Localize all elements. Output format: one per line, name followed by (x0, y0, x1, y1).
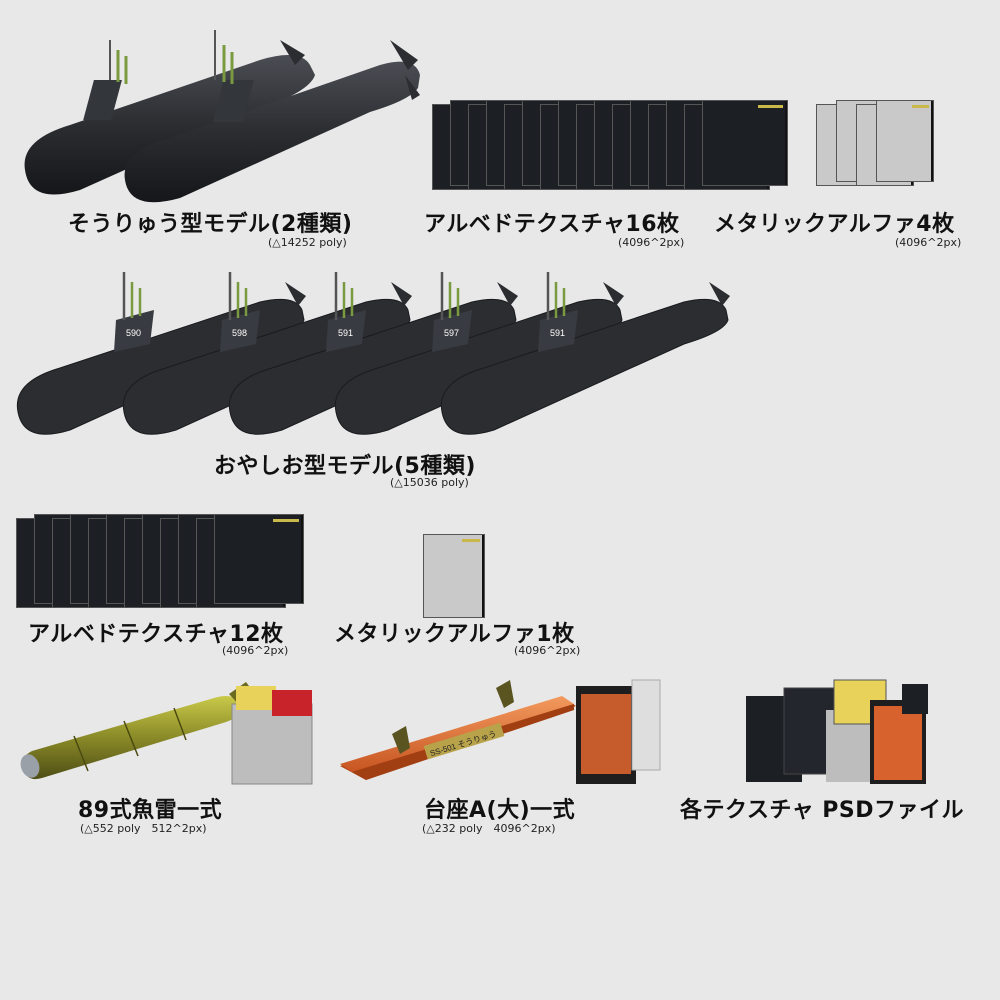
oyashio-title: おやしお型モデル(5種類) (214, 454, 476, 479)
torpedo-info: (△552 poly 512^2px) (80, 822, 207, 835)
oyashio-metallic-texture (423, 522, 485, 618)
soryu-albedo-size: (4096^2px) (618, 236, 685, 249)
albedo-texture-thumbnail (702, 100, 788, 186)
torpedo-title: 89式魚雷一式 (78, 798, 223, 823)
oyashio-albedo-size: (4096^2px) (222, 644, 289, 657)
stand-title: 台座A(大)一式 (424, 798, 576, 823)
oyashio-albedo-title: アルベドテクスチャ12枚 (28, 622, 284, 647)
soryu-albedo-texture-stack (432, 92, 804, 192)
display-stand-model: SS-501 そうりゅう (340, 679, 661, 784)
oyashio-submarine: 591 (440, 272, 730, 435)
oyashio-metallic-title: メタリックアルファ1枚 (334, 622, 575, 647)
psd-title: 各テクスチャ PSDファイル (680, 798, 965, 823)
soryu-metallic-title: メタリックアルファ4枚 (714, 212, 955, 237)
soryu-metallic-size: (4096^2px) (895, 236, 962, 249)
hull-number: 597 (444, 328, 459, 338)
hull-number: 591 (338, 328, 353, 338)
oyashio-submarine-models: 590 598 591 597 591 (16, 272, 730, 435)
metallic-texture-thumbnail (876, 100, 934, 182)
albedo-texture-thumbnail (214, 514, 304, 604)
stand-info: (△232 poly 4096^2px) (422, 822, 556, 835)
soryu-metallic-texture-stack (816, 92, 940, 192)
psd-texture-thumbnails (746, 679, 928, 784)
soryu-title: そうりゅう型モデル(2種類) (68, 212, 353, 237)
oyashio-metallic-size: (4096^2px) (514, 644, 581, 657)
hull-number: 598 (232, 328, 247, 338)
soryu-albedo-title: アルベドテクスチャ16枚 (424, 212, 680, 237)
hull-number: 590 (126, 328, 141, 338)
soryu-poly: (△14252 poly) (268, 236, 347, 249)
oyashio-albedo-texture-stack (16, 506, 306, 608)
torpedo-model (20, 682, 313, 785)
hull-number: 591 (550, 328, 565, 338)
soryu-submarine-models (24, 30, 420, 203)
soryu-submarine-front (124, 30, 420, 203)
metallic-texture-thumbnail (423, 534, 485, 618)
oyashio-poly: (△15036 poly) (390, 476, 469, 489)
